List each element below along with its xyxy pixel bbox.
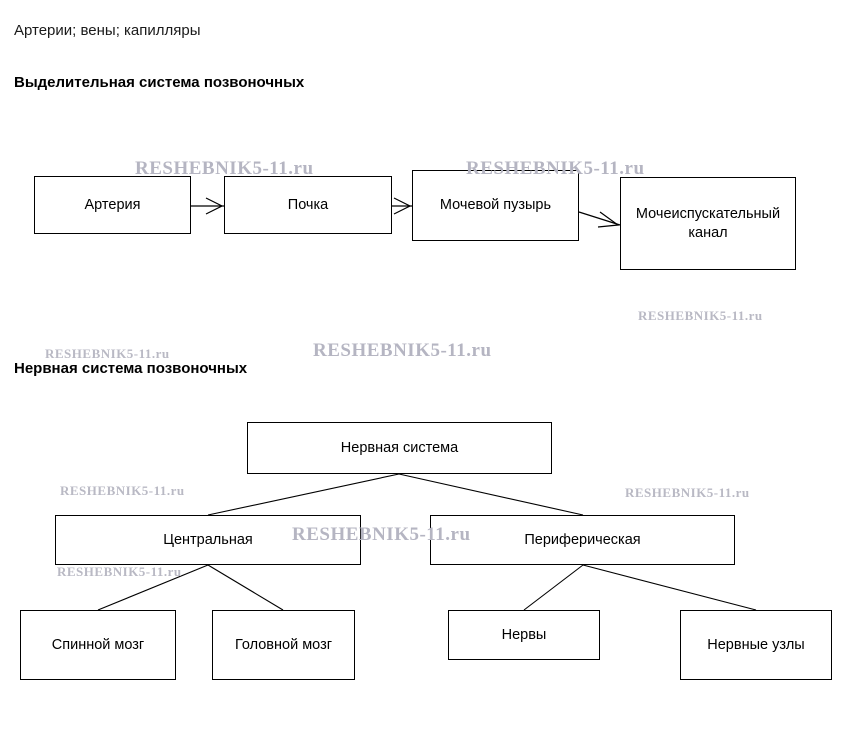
section-heading-nervous: Нервная система позвоночных <box>14 360 248 377</box>
node-spinal-cord: Спинной мозг <box>20 610 176 680</box>
node-brain: Головной мозг <box>212 610 355 680</box>
node-ganglia: Нервные узлы <box>680 610 832 680</box>
node-central: Центральная <box>55 515 361 565</box>
node-bladder: Мочевой пузырь <box>412 170 579 241</box>
section-heading-excretory: Выделительная система позвоночных <box>14 74 305 91</box>
link-peripheral-to-nerves <box>523 564 584 611</box>
intro-text: Артерии; вены; капилляры <box>14 22 201 39</box>
watermark-7: RESHEBNIK5-11.ru <box>625 485 750 500</box>
node-kidney: Почка <box>224 176 392 234</box>
watermark-3: RESHEBNIK5-11.ru <box>638 308 763 323</box>
link-nervous-to-central <box>207 473 400 516</box>
node-artery: Артерия <box>34 176 191 234</box>
watermark-4: RESHEBNIK5-11.ru <box>313 340 492 361</box>
node-peripheral: Периферическая <box>430 515 735 565</box>
node-nervous-system: Нервная система <box>247 422 552 474</box>
link-central-to-spinal <box>97 564 209 611</box>
link-peripheral-to-ganglia <box>582 564 757 611</box>
link-nervous-to-peripheral <box>398 473 584 516</box>
arrow-bladder-to-urethra <box>578 211 621 228</box>
node-urethra: Мочеиспускательный канал <box>620 177 796 270</box>
watermark-6: RESHEBNIK5-11.ru <box>60 483 185 498</box>
link-central-to-brain <box>207 564 284 611</box>
watermark-9: RESHEBNIK5-11.ru <box>57 564 182 579</box>
arrow-kidney-to-bladder <box>392 197 412 215</box>
arrow-artery-to-kidney <box>191 197 224 215</box>
node-nerves: Нервы <box>448 610 600 660</box>
